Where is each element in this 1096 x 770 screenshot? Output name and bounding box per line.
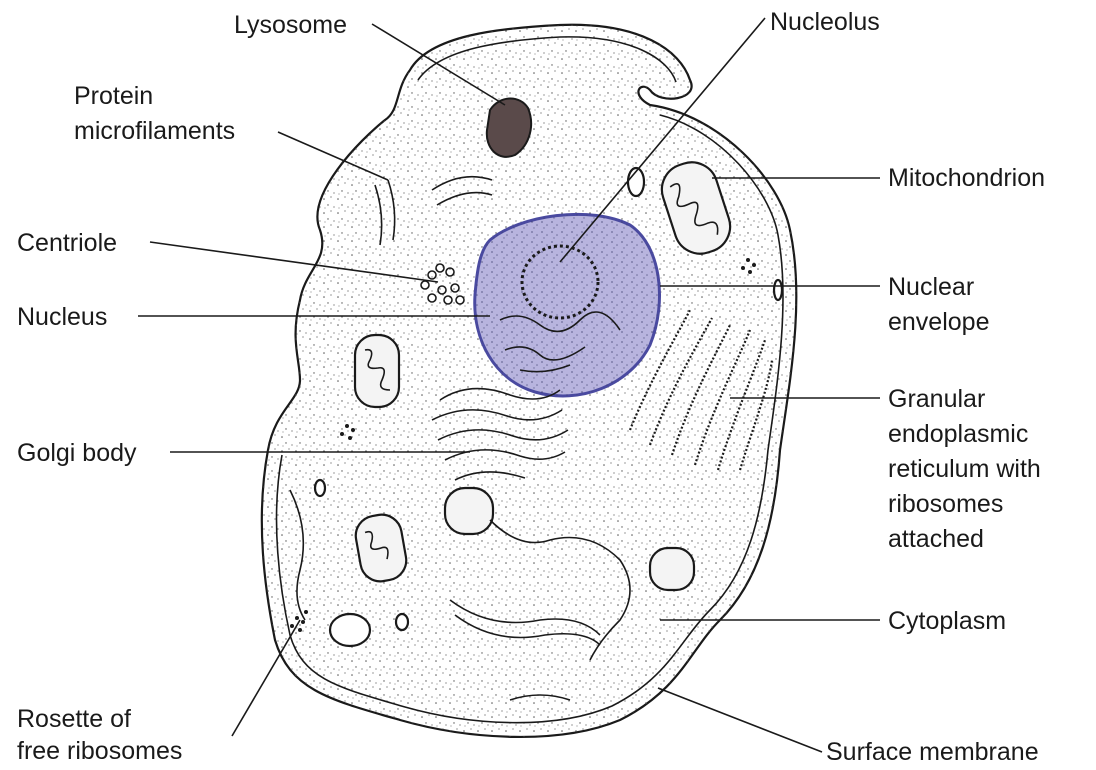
label-mitochondrion: Mitochondrion [888, 164, 1045, 192]
label-nucleolus: Nucleolus [770, 8, 880, 36]
label-granular-er-5: attached [888, 525, 984, 553]
label-protein-microfilaments-1: Protein [74, 82, 153, 110]
mitochondrion-2 [355, 335, 399, 407]
label-cytoplasm: Cytoplasm [888, 607, 1006, 635]
mitochondrion-4 [445, 488, 493, 534]
nucleus-stipple [475, 214, 660, 396]
mitochondrion-5 [650, 548, 694, 590]
label-centriole: Centriole [17, 229, 117, 257]
label-surface-membrane: Surface membrane [826, 738, 1039, 766]
label-nuclear-envelope-1: Nuclear [888, 273, 974, 301]
label-rosette-2: free ribosomes [17, 737, 182, 765]
label-protein-microfilaments-2: microfilaments [74, 117, 235, 145]
label-granular-er-1: Granular [888, 385, 985, 413]
label-granular-er-3: reticulum with [888, 455, 1041, 483]
nucleus [475, 214, 660, 396]
label-granular-er-4: ribosomes [888, 490, 1003, 518]
label-nuclear-envelope-2: envelope [888, 308, 989, 336]
label-nucleus: Nucleus [17, 303, 107, 331]
label-lysosome: Lysosome [234, 11, 347, 39]
label-golgi-body: Golgi body [17, 439, 137, 467]
label-rosette-1: Rosette of [17, 705, 131, 733]
label-granular-er-2: endoplasmic [888, 420, 1028, 448]
